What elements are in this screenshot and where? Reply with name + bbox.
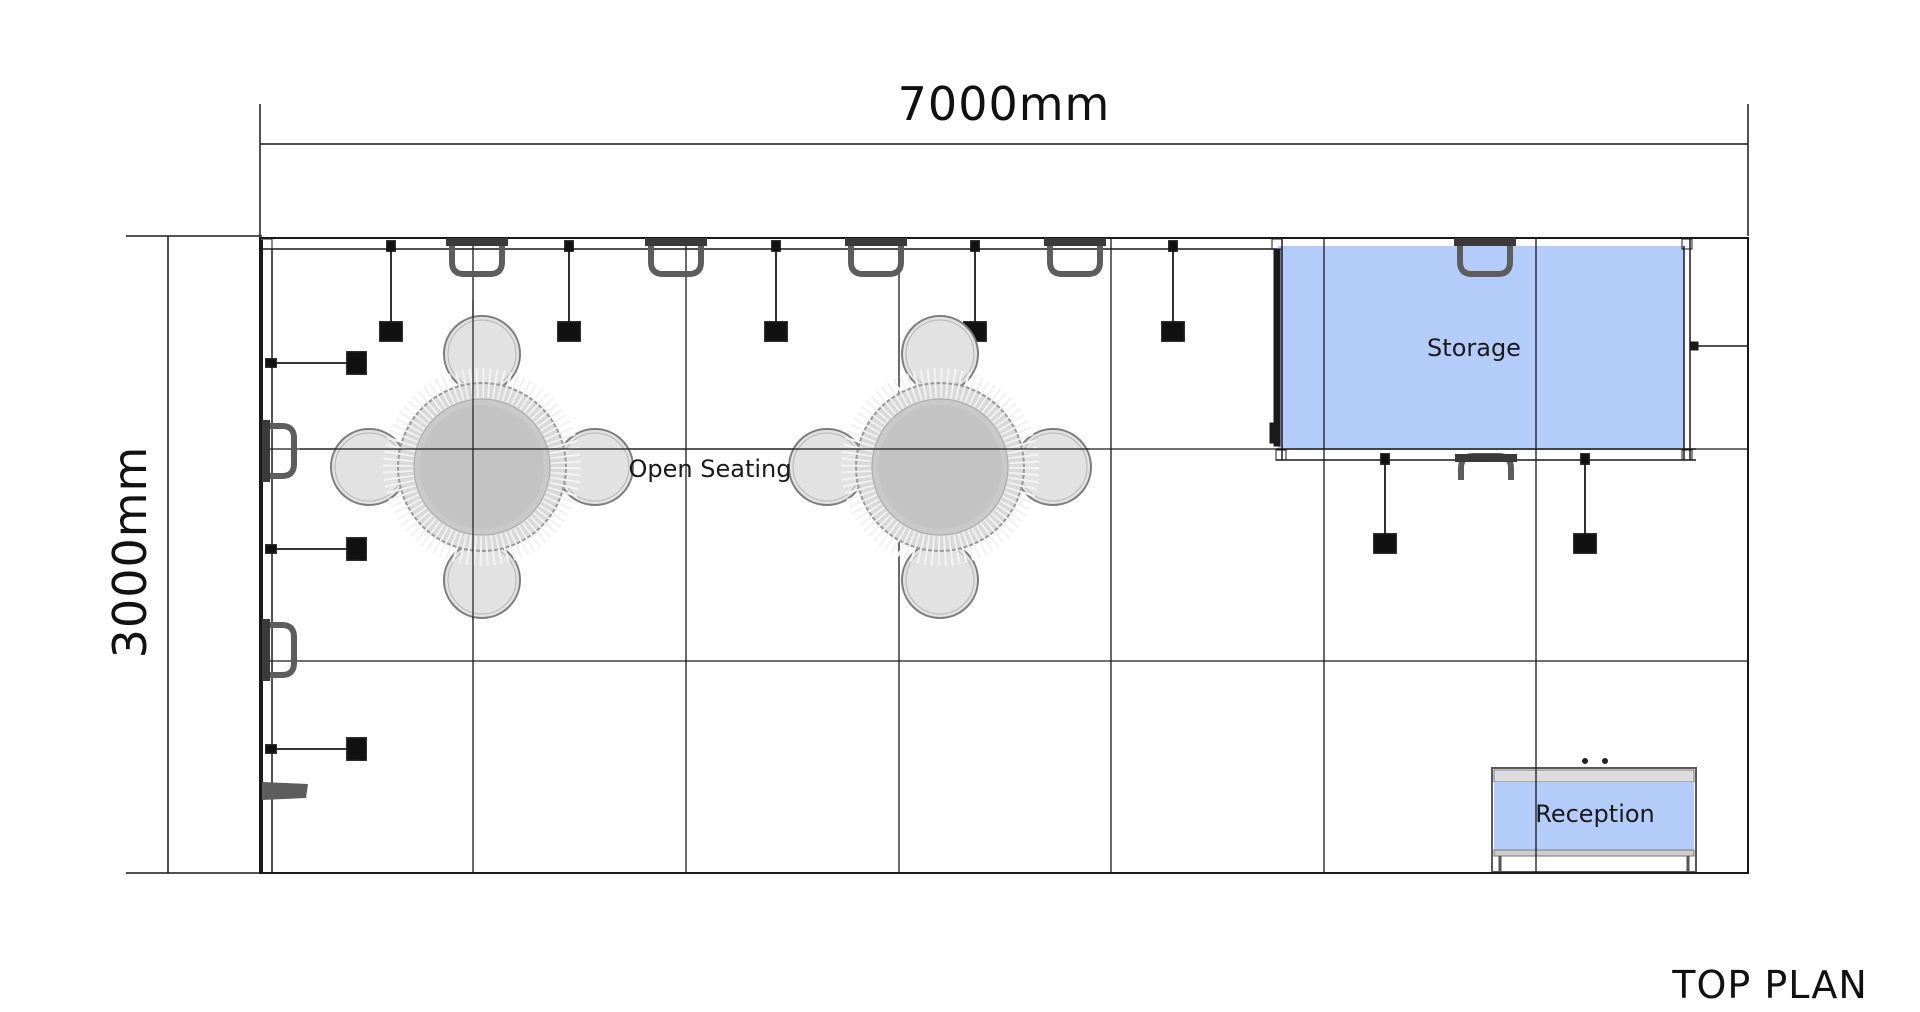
wall-hook-icon (262, 782, 308, 800)
storage-zone (1278, 246, 1684, 448)
wall-brackets-top (449, 244, 1513, 277)
width-dimension (259, 104, 1749, 236)
grid-overlay (300, 300, 1090, 620)
width-dimension-label: 7000mm (898, 77, 1111, 131)
storage-label: Storage (1427, 334, 1521, 362)
plan-title: TOP PLAN (1671, 963, 1868, 1007)
wall-bracket-storage-bottom (1455, 453, 1517, 480)
reception-label: Reception (1535, 800, 1655, 828)
table-set-2 (789, 316, 1091, 618)
wall-brackets-left (264, 423, 297, 678)
wall-bracket-caps-left (262, 420, 270, 681)
left-wall (261, 240, 273, 873)
depth-dimension (126, 235, 262, 874)
arm-lights-storage (1373, 453, 1597, 554)
wall-bracket-caps-top (446, 238, 1516, 246)
open-seating-label: Open Seating (629, 455, 792, 483)
table-set-1 (331, 316, 633, 618)
depth-dimension-label: 3000mm (103, 446, 157, 659)
arm-lights-left (265, 351, 367, 761)
